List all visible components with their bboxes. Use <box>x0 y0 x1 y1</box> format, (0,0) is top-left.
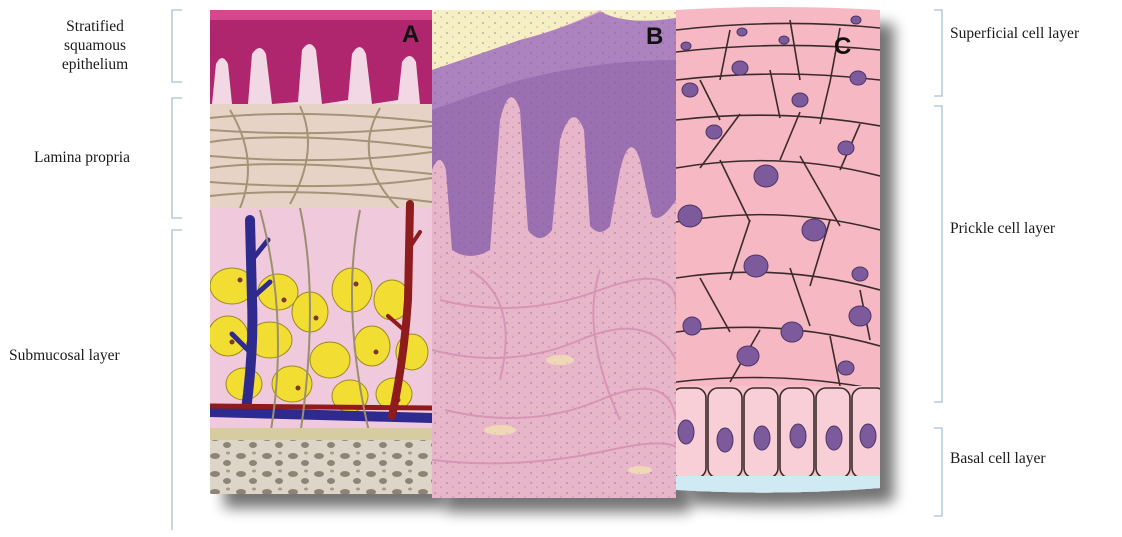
panel-a-illustration <box>208 10 432 494</box>
bracket-prickle <box>934 106 942 402</box>
bracket-epithelium <box>172 10 182 82</box>
panel-letter-c: C <box>834 33 851 60</box>
panel-letter-b: B <box>646 23 663 50</box>
right-brackets <box>934 10 942 516</box>
panel-letter-a: A <box>402 21 419 48</box>
left-brackets <box>172 10 182 530</box>
bracket-superficial <box>934 10 942 96</box>
panel-b-micrograph <box>432 10 681 498</box>
bracket-basal <box>934 428 942 516</box>
bracket-submucosal <box>172 230 182 530</box>
bracket-lamina-propria <box>172 98 182 218</box>
panel-c-cells <box>672 0 886 500</box>
